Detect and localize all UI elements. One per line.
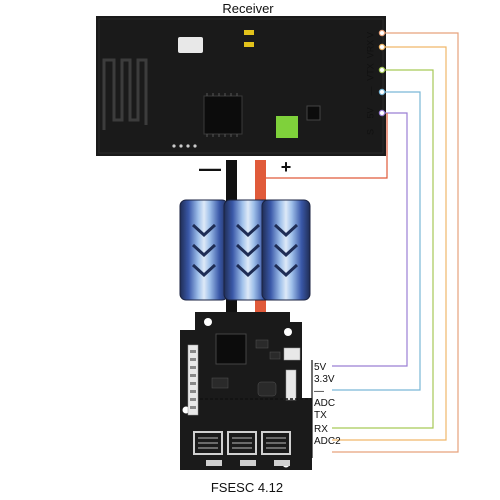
esc-mcu-chip <box>215 333 247 365</box>
esc-pin-adc2: ADC2 <box>314 436 341 447</box>
mosfet-middle <box>227 431 257 455</box>
wire-gnd <box>332 91 421 391</box>
receiver-pin-v: V <box>365 32 375 38</box>
esc-pin-rx: RX <box>314 424 328 435</box>
wire-v <box>332 32 459 453</box>
mosfet-left <box>193 431 223 455</box>
capacitor-left <box>179 199 229 301</box>
receiver-chip <box>203 95 243 135</box>
esc-usb-connector <box>283 347 301 361</box>
positive-signal-wire <box>266 113 388 179</box>
esc-pin-gnd: — <box>314 386 324 397</box>
antenna-trace <box>102 58 148 130</box>
esc-pin-3v3: 3.3V <box>314 374 335 385</box>
receiver-pin-s: S <box>365 129 375 135</box>
transistor <box>306 105 321 121</box>
mosfet-right <box>261 431 291 455</box>
wire-5v <box>332 112 408 367</box>
crystal-component <box>178 37 203 53</box>
esc-board <box>180 312 312 470</box>
signal-wires <box>332 32 459 453</box>
esc-pin-5v: 5V <box>314 362 327 373</box>
receiver-pin-vtx: VTX <box>365 63 375 81</box>
receiver-pin-vrx: VRX <box>365 40 375 59</box>
esc-side-connector <box>187 344 199 416</box>
led-bottom <box>244 42 254 47</box>
receiver-pin-5v: 5V <box>365 107 375 118</box>
esc-pin-tx: TX <box>314 410 327 421</box>
wire-endpoints <box>378 29 386 117</box>
green-button <box>276 116 298 138</box>
wire-vtx <box>332 69 434 429</box>
positive-mark: + <box>281 157 292 177</box>
capacitor-bank <box>179 199 311 301</box>
receiver-pin-gnd: — <box>365 87 375 96</box>
capacitor-right <box>261 199 311 301</box>
receiver-title: Receiver <box>222 1 274 16</box>
wire-vrx <box>332 46 447 441</box>
led-top <box>244 30 254 35</box>
negative-mark: — <box>199 156 221 181</box>
esc-title: FSESC 4.12 <box>211 480 283 495</box>
esc-pcb <box>180 312 312 470</box>
receiver-board <box>96 16 386 156</box>
esc-pin-adc: ADC <box>314 398 335 409</box>
esc-comm-connector <box>285 369 297 401</box>
